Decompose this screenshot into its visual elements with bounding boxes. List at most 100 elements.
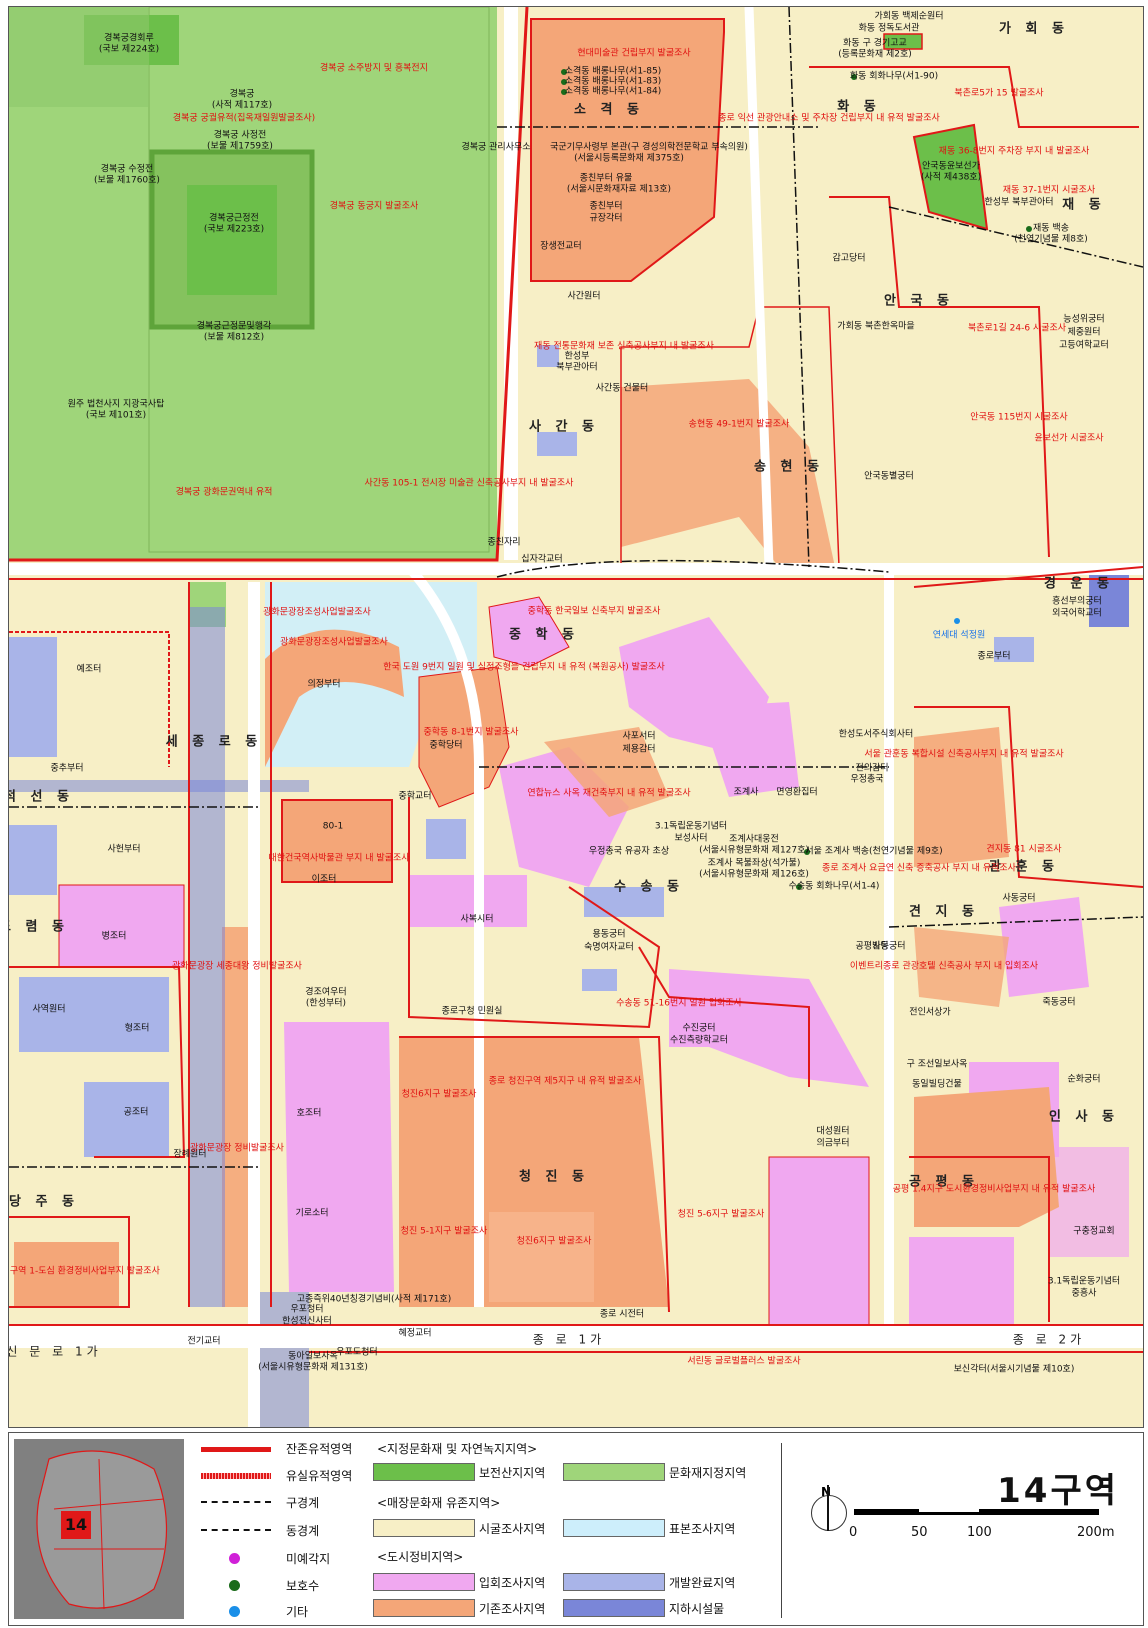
site-label: 이조터: [311, 874, 337, 885]
survey-label: 청진6지구 발굴조사: [401, 1089, 477, 1100]
survey-label: 공평 1.4지구 도시환경정비사업부지 내 유적 발굴조사: [892, 1184, 1096, 1195]
scale-bar-segment-2: [919, 1512, 979, 1515]
site-label: 숙명여자교터: [584, 942, 634, 953]
site-label: 북부관아터: [556, 362, 598, 373]
site-label: 의금부터: [816, 1138, 850, 1149]
legend-symbol-dong: [201, 1529, 271, 1531]
survey-label: 사간동 105-1 전시장 미술관 신축공사부지 내 발굴조사: [364, 478, 574, 489]
legend-label-sample-survey: 표본조사지역: [669, 1522, 736, 1536]
site-label: (국보 제101호): [85, 410, 147, 421]
site-label: 조계사 목불좌상(석가불): [707, 858, 801, 869]
site-label: 고등여학교터: [1059, 340, 1109, 351]
district-label: 세 종 로 동: [165, 734, 263, 750]
north-arrow-label: N: [821, 1485, 831, 1499]
dangju-excavation-area: [14, 1242, 119, 1307]
site-label: 경복궁근정문및행각: [196, 321, 272, 332]
site-label: 한성부 북부관아터: [984, 197, 1054, 208]
site-label: (국보 제224호): [98, 44, 160, 55]
site-label: 종친부터 유물: [579, 173, 633, 184]
boundary-junghak: [408, 797, 661, 1029]
site-label: 십자각교터: [521, 554, 563, 565]
site-label: 우정총국: [850, 774, 884, 785]
survey-label: 청진6지구 발굴조사: [516, 1236, 592, 1247]
scale-label-0: 0: [849, 1525, 858, 1540]
site-label: 장례원터: [173, 1149, 207, 1160]
site-label: 공조터: [123, 1107, 149, 1118]
site-label: 원주 법천사지 지광국사탑: [67, 399, 165, 410]
district-label: 당 주 동: [9, 1194, 79, 1210]
survey-label: 연합뉴스 사옥 재건축부지 내 유적 발굴조사: [527, 788, 691, 799]
site-label: 수진궁터: [682, 1023, 716, 1034]
legend-label-existing-survey: 기존조사지역: [479, 1602, 546, 1616]
gwanhun-excavation-area: [914, 727, 1009, 867]
survey-label: 견지동 81 시굴조사: [986, 844, 1062, 855]
dong-boundary-6: [888, 916, 1143, 928]
site-label: 우포청터: [290, 1304, 324, 1315]
protected-tree-label: (천연기념물 제8호): [1014, 234, 1088, 245]
site-label: 외국어학교터: [1052, 608, 1102, 619]
protected-tree-marker: [561, 79, 567, 85]
site-label: 경복궁: [229, 89, 255, 100]
other-site-marker: [954, 618, 960, 624]
legend-divider: [781, 1443, 782, 1618]
developed-area-saheonbu: [9, 825, 57, 895]
district-label: 사 간 동: [529, 419, 599, 435]
site-label: 경조여우터: [305, 987, 347, 998]
survey-label: 대한건국역사박물관 부지 내 발굴조사: [268, 853, 410, 864]
witness-area-daeseong: [768, 1156, 870, 1328]
site-label: 대성원터: [816, 1126, 850, 1137]
survey-label: 한국 도원 9번지 일원 및 심정조형을 건립부지 내 유적 (복원공사) 발굴…: [383, 662, 665, 673]
site-label: 죽동궁터: [1042, 997, 1076, 1008]
north-arrow-needle: [827, 1485, 829, 1531]
legend-swatch-developed: [563, 1573, 665, 1591]
legend-group-buried: <매장문화재 유존지역>: [377, 1496, 501, 1510]
songhyeon-excavation-area: [621, 379, 835, 567]
locator-svg: [14, 1439, 184, 1619]
site-label: 감고당터: [832, 253, 866, 264]
legend-label-designated: 문화재지정지역: [669, 1466, 747, 1480]
developed-area-sagan: [537, 345, 559, 367]
site-label: 화동 구 경기고교: [843, 38, 907, 49]
boundary-west-hyeongjo: [9, 966, 186, 1158]
site-label: 사간동 건물터: [595, 383, 649, 394]
site-label: 규장각터: [589, 213, 623, 224]
developed-area-susong: [426, 819, 466, 859]
district-label: 경 운 동: [1044, 576, 1114, 592]
survey-label: 경복궁 소주방지 및 흥복전지: [320, 63, 428, 74]
witness-area-hojo: [284, 1022, 394, 1292]
legend-label-witness: 입회조사지역: [479, 1576, 546, 1590]
site-label: 종친자리: [487, 537, 521, 548]
survey-label: 수송동 51-16번지 일원 입회조사: [616, 998, 742, 1009]
survey-label: 경복궁 궁궐유적(집옥재일원발굴조사): [172, 113, 316, 124]
district-label: 수 송 동: [614, 879, 684, 895]
survey-label: 재동 37-1번지 시굴조사: [1002, 185, 1096, 196]
site-label: 사동궁터: [872, 941, 906, 952]
road-label: 종 로 2가: [1012, 1332, 1086, 1347]
site-label: 동일빌딩건물: [912, 1079, 962, 1090]
protected-tree-marker: [804, 849, 810, 855]
witness-area-susong: [669, 969, 869, 1087]
site-label: 3.1독립운동기념터: [654, 821, 728, 832]
legend-symbol-protected-tree: [229, 1580, 240, 1591]
site-label: 흥선부의궁터: [1052, 596, 1102, 607]
district-label: 안 국 동: [884, 293, 954, 309]
boundary-gyeongun: [913, 566, 1143, 588]
protected-tree-marker: [1026, 226, 1032, 232]
district-label: 소 격 동: [574, 102, 644, 118]
legend-swatch-sample-survey: [563, 1519, 665, 1537]
legend-label-lost: 유실유적영역: [286, 1469, 353, 1483]
boundary-dangju: [9, 1216, 130, 1308]
map-canvas[interactable]: [9, 7, 1143, 1427]
site-label: 병조터: [101, 931, 127, 942]
other-site-label: 연세대 석정원: [932, 630, 986, 641]
road-samcheong: [405, 563, 484, 1307]
witness-area-sabok: [409, 875, 527, 927]
site-label: 조계사대웅전: [729, 834, 779, 845]
site-label: (보물 제1759호): [207, 141, 273, 152]
site-label: 전의감터: [855, 763, 889, 774]
locator-region-number: 14: [64, 1515, 88, 1534]
site-label: 우포도청터: [336, 1347, 378, 1358]
legend-swatch-conservation: [373, 1463, 475, 1481]
site-label: 구충정교회: [1073, 1226, 1115, 1237]
